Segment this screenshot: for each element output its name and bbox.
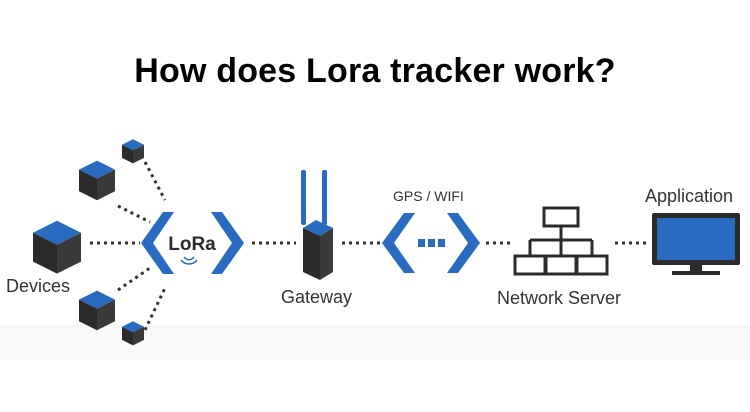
ground-band	[0, 325, 750, 360]
gateway-icon	[301, 170, 333, 280]
gateway-label: Gateway	[281, 287, 353, 307]
network-server-icon	[513, 206, 609, 276]
monitor-icon	[652, 213, 740, 275]
devices-label: Devices	[6, 276, 71, 296]
cube-icon	[33, 220, 81, 274]
link-chevrons-icon	[382, 213, 480, 273]
application-label: Application	[645, 186, 734, 206]
page-title: How does Lora tracker work?	[134, 52, 616, 90]
cube-icon	[79, 160, 115, 201]
lora-logo-icon: LoRa	[141, 212, 244, 274]
lora-logo-text: LoRa	[168, 234, 216, 255]
cube-icon	[79, 290, 115, 331]
cube-icon	[122, 139, 144, 164]
gps-wifi-label: GPS / WIFI	[393, 188, 464, 204]
network-server-label: Network Server	[497, 288, 622, 308]
device-links	[90, 161, 167, 331]
